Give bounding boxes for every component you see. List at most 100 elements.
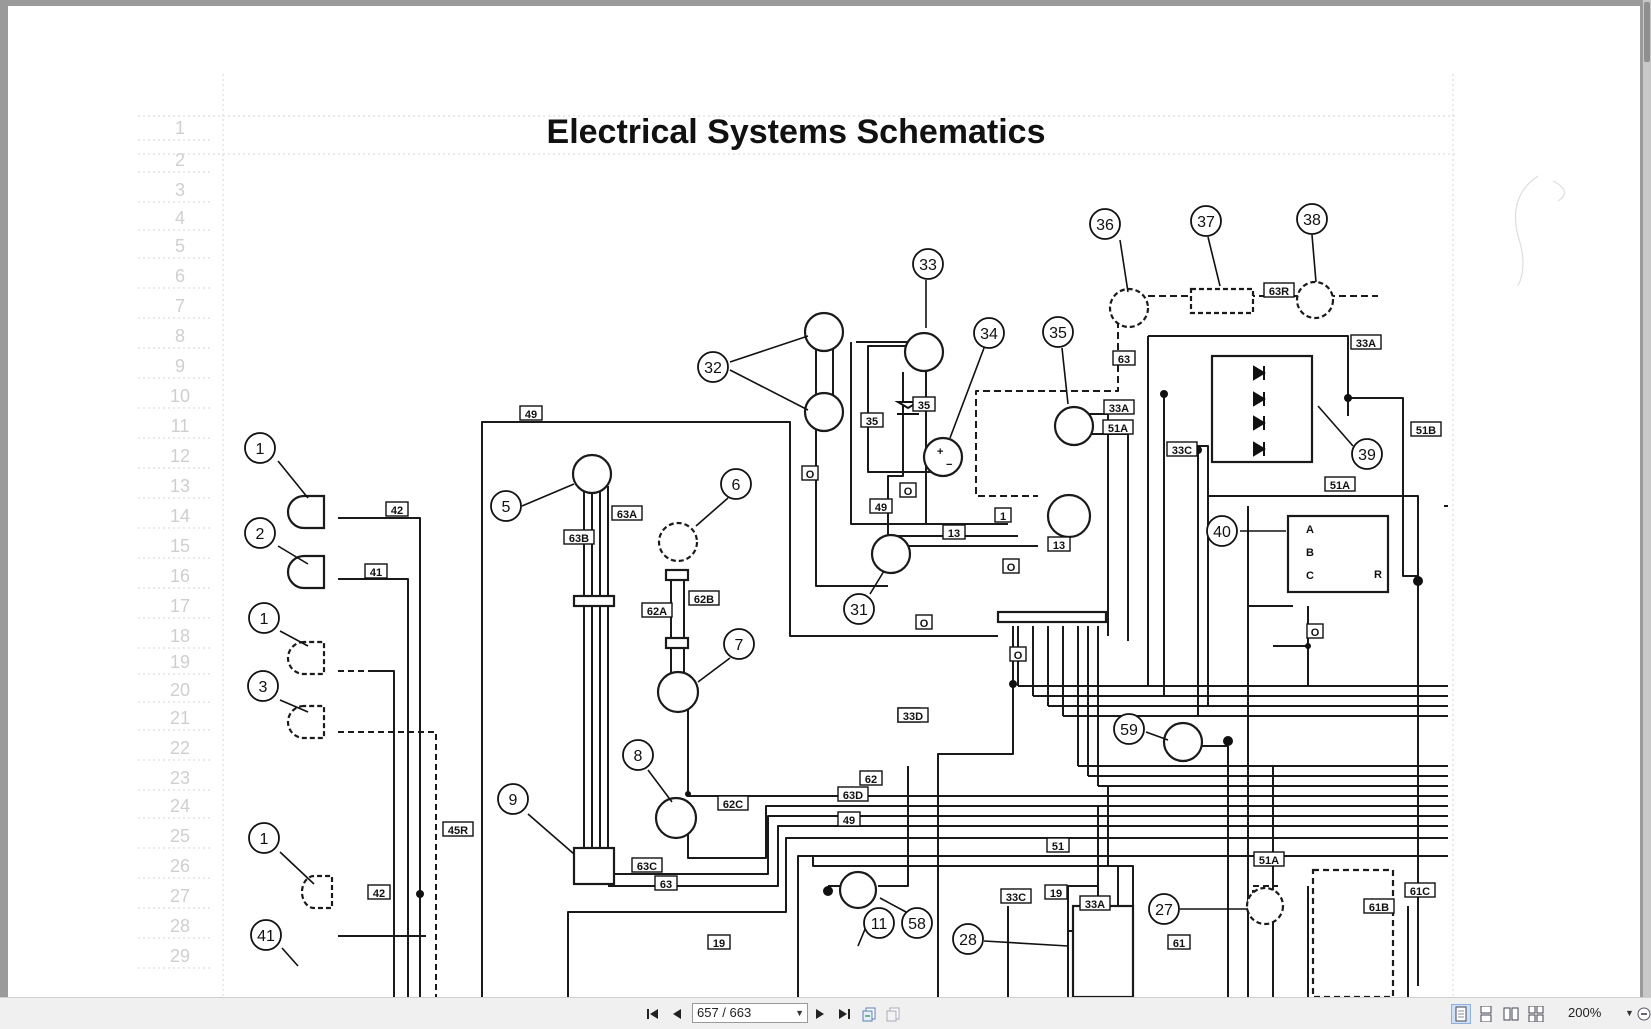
- wire-label: 51: [1046, 837, 1070, 853]
- svg-text:O: O: [806, 469, 815, 481]
- svg-text:33D: 33D: [903, 711, 923, 723]
- go-back-icon[interactable]: [860, 1004, 880, 1024]
- wire-label: 61C: [1404, 882, 1436, 898]
- go-forward-icon[interactable]: [884, 1004, 904, 1024]
- next-page-icon[interactable]: [810, 1004, 830, 1024]
- svg-text:32: 32: [704, 360, 722, 377]
- vertical-scrollbar[interactable]: [1643, 0, 1651, 997]
- ruler-number: 5: [175, 236, 185, 256]
- svg-text:37: 37: [1197, 214, 1215, 231]
- wire-label: O: [1009, 646, 1027, 662]
- faded-ruler-numbers: 1234567891011121314151617181920212223242…: [170, 118, 190, 966]
- page-dropdown-icon[interactable]: ▼: [795, 1008, 804, 1018]
- wire-label: 51A: [1102, 419, 1134, 435]
- svg-text:1: 1: [256, 441, 265, 458]
- callout-8: 8: [622, 739, 654, 771]
- terminal-letter: +: [937, 446, 943, 458]
- bottom-toolbar: 657 / 663 ▼ 200% ▼: [0, 997, 1651, 1029]
- ruler-number: 19: [170, 652, 190, 672]
- ruler-number: 2: [175, 150, 185, 170]
- ruler-number: 26: [170, 856, 190, 876]
- wire-label: 45R: [442, 821, 474, 837]
- wire-label: 13: [1047, 536, 1071, 552]
- zoom-dropdown-icon[interactable]: ▼: [1625, 1008, 1634, 1018]
- callout-33: 33: [912, 248, 944, 280]
- svg-text:8: 8: [634, 748, 643, 765]
- ruler-number: 18: [170, 626, 190, 646]
- svg-text:27: 27: [1155, 902, 1173, 919]
- svg-text:63B: 63B: [569, 533, 589, 545]
- page-number-field[interactable]: 657 / 663 ▼: [692, 1003, 808, 1023]
- svg-text:34: 34: [980, 326, 998, 343]
- last-page-icon[interactable]: [834, 1004, 854, 1024]
- wire-label: 51B: [1410, 421, 1442, 437]
- svg-text:63R: 63R: [1269, 286, 1289, 298]
- ruler-number: 28: [170, 916, 190, 936]
- wire-label: 51A: [1324, 476, 1356, 492]
- ruler-number: 23: [170, 768, 190, 788]
- callout-31: 31: [843, 593, 875, 625]
- facing-view-icon[interactable]: [1501, 1004, 1521, 1024]
- callout-2: 2: [244, 517, 276, 549]
- svg-text:O: O: [1014, 650, 1023, 662]
- callout-6: 6: [720, 468, 752, 500]
- continuous-view-icon[interactable]: [1476, 1004, 1496, 1024]
- svg-text:61B: 61B: [1369, 902, 1389, 914]
- svg-text:63A: 63A: [617, 509, 637, 521]
- wire-label: 63: [654, 875, 678, 891]
- callout-27: 27: [1148, 893, 1180, 925]
- prev-page-icon[interactable]: [667, 1004, 687, 1024]
- svg-text:62B: 62B: [694, 594, 714, 606]
- ruler-number: 7: [175, 296, 185, 316]
- svg-text:41: 41: [257, 928, 275, 945]
- wire-label: 63B: [563, 529, 595, 545]
- wire-junctions: [416, 390, 1423, 898]
- first-page-icon[interactable]: [643, 1004, 663, 1024]
- svg-text:33A: 33A: [1356, 338, 1376, 350]
- faded-right-margin: [1514, 175, 1565, 287]
- components: [286, 280, 1395, 997]
- svg-text:51A: 51A: [1259, 855, 1279, 867]
- svg-text:35: 35: [1049, 325, 1067, 342]
- svg-text:3: 3: [259, 679, 268, 696]
- svg-text:13: 13: [1053, 540, 1065, 552]
- wire-label: 62B: [688, 590, 720, 606]
- scroll-thumb[interactable]: [1644, 2, 1650, 62]
- svg-text:33: 33: [919, 257, 937, 274]
- svg-text:6: 6: [732, 477, 741, 494]
- svg-text:O: O: [1007, 562, 1016, 574]
- svg-text:51A: 51A: [1108, 423, 1128, 435]
- svg-text:40: 40: [1213, 524, 1231, 541]
- svg-text:63C: 63C: [637, 861, 657, 873]
- callout-32: 32: [697, 351, 729, 383]
- wire-label: 42: [385, 501, 409, 517]
- svg-text:42: 42: [391, 505, 403, 517]
- callout-59: 59: [1113, 713, 1145, 745]
- continuous-facing-view-icon[interactable]: [1526, 1004, 1546, 1024]
- diode-symbols: [894, 365, 1266, 457]
- ruler-number: 22: [170, 738, 190, 758]
- terminal-letter: A: [1306, 524, 1314, 536]
- svg-text:19: 19: [713, 938, 725, 950]
- single-page-view-icon[interactable]: [1451, 1004, 1471, 1024]
- svg-text:28: 28: [959, 932, 977, 949]
- terminal-letter: C: [1306, 570, 1314, 582]
- svg-text:49: 49: [875, 502, 887, 514]
- svg-text:62A: 62A: [647, 606, 667, 618]
- zoom-out-icon[interactable]: [1637, 1007, 1651, 1021]
- callout-38: 38: [1296, 203, 1328, 235]
- callout-1: 1: [248, 602, 280, 634]
- wire-label: 35: [860, 412, 884, 428]
- terminal-letter: R: [1374, 569, 1382, 581]
- callout-3: 3: [247, 670, 279, 702]
- svg-text:33A: 33A: [1109, 403, 1129, 415]
- zoom-level[interactable]: 200%: [1568, 1005, 1602, 1020]
- ruler-number: 21: [170, 708, 190, 728]
- wire-label: 19: [1044, 884, 1068, 900]
- svg-text:2: 2: [256, 526, 265, 543]
- callout-36: 36: [1089, 208, 1121, 240]
- svg-text:59: 59: [1120, 722, 1138, 739]
